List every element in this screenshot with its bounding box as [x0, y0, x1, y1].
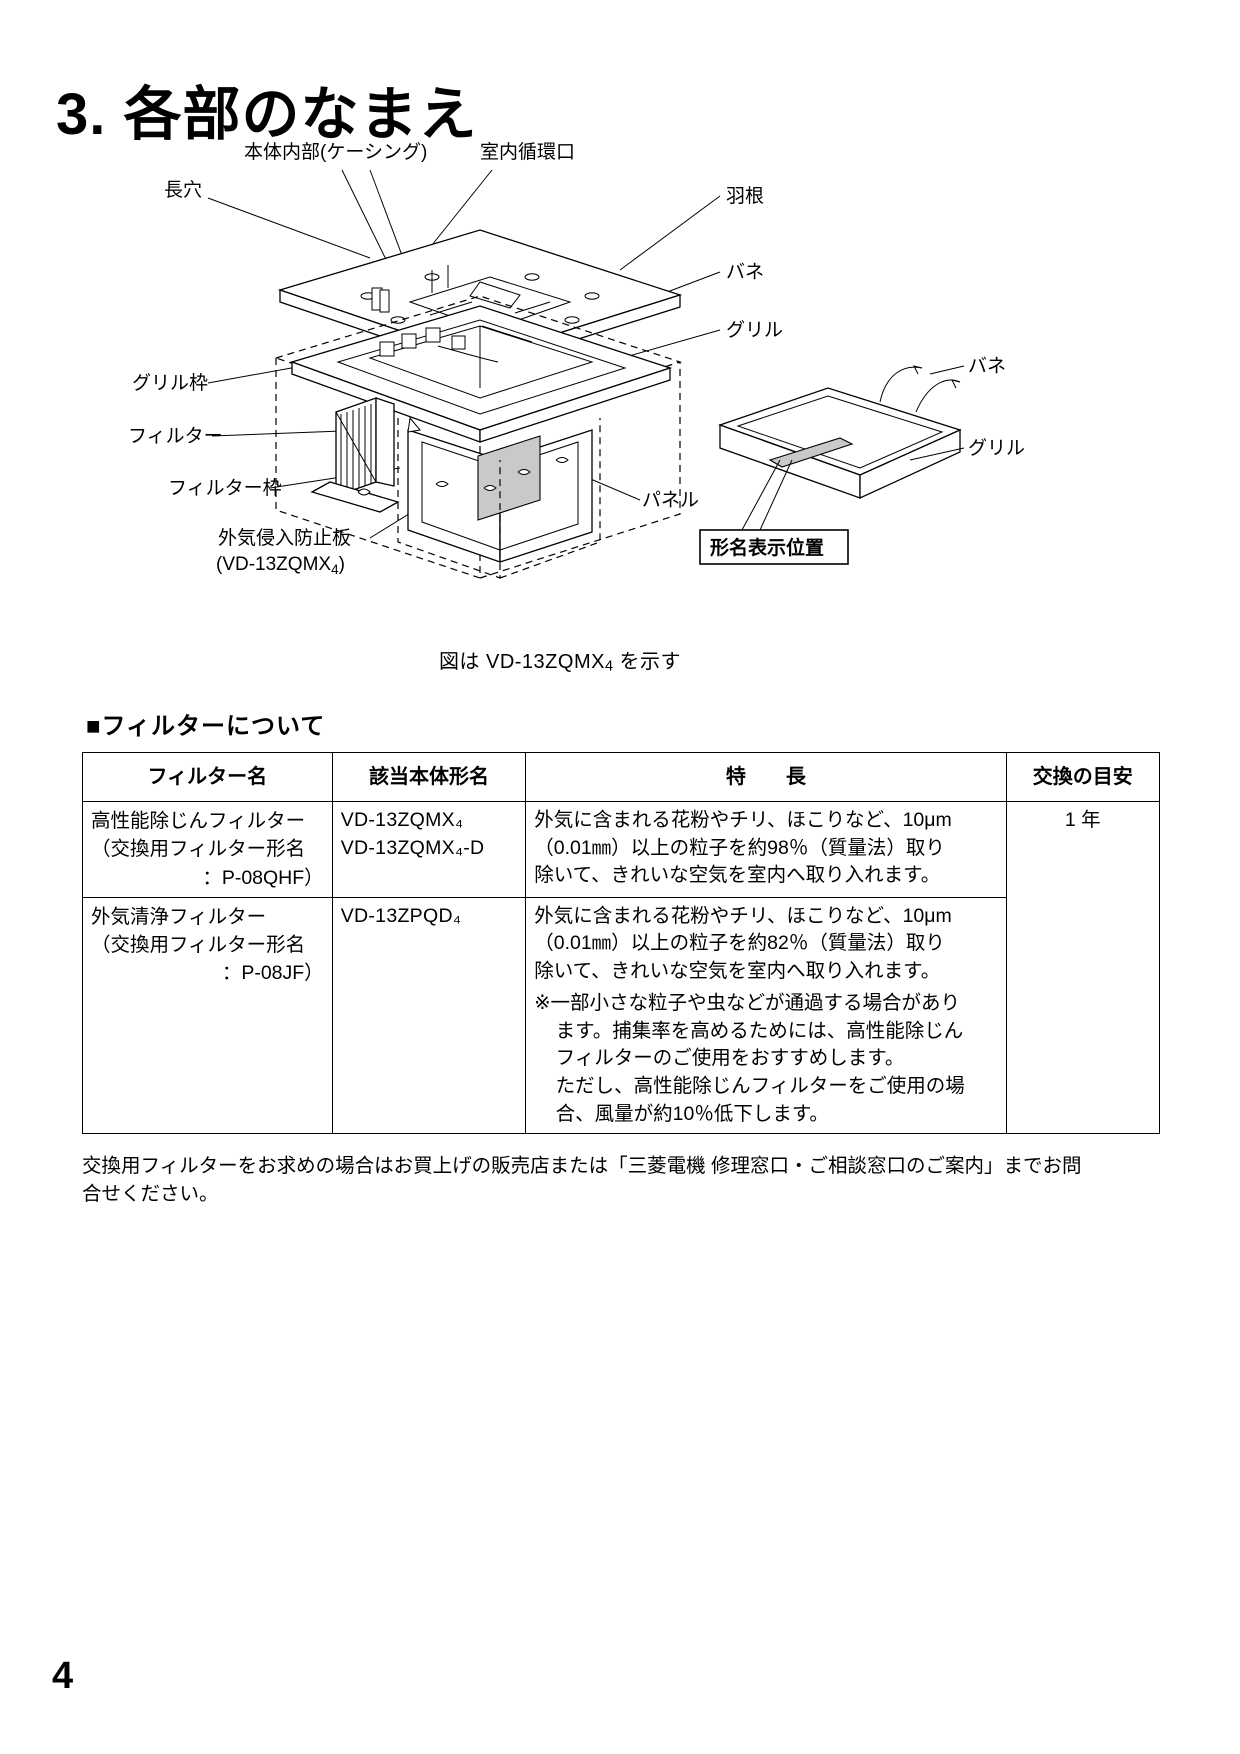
label-filter: フィルター	[128, 425, 223, 447]
feature-line: 外気に含まれる花粉やチリ、ほこりなど、10μm	[534, 904, 952, 927]
cell-filter-name-1: 高性能除じんフィルター （交換用フィルター形名 ：P-08QHF）	[82, 801, 333, 898]
cell-model-2: VD-13ZPQD₄	[331, 896, 527, 1135]
note-line: ます。捕集率を高めるためには、高性能除じん	[555, 1019, 964, 1042]
filter-name-line3: ：P-08JF）	[221, 962, 324, 985]
label-spring: バネ	[726, 262, 764, 283]
filter-name-line2: （交換用フィルター形名	[91, 838, 306, 861]
table-row: 外気清浄フィルター （交換用フィルター形名 ：P-08JF） VD-13ZPQD…	[82, 896, 1160, 1135]
feature-line: 除いて、きれいな空気を室内へ取り入れます。	[534, 864, 941, 887]
label-circulation-port: 室内循環口	[480, 141, 575, 163]
feature-line: 除いて、きれいな空気を室内へ取り入れます。	[534, 960, 941, 983]
label-blade: 羽根	[726, 185, 764, 207]
label-grille-right: グリル	[968, 437, 1025, 459]
filter-name-line2: （交換用フィルター形名	[91, 934, 306, 957]
filter-name-line1: 高性能除じんフィルター	[91, 810, 306, 832]
label-grille-frame: グリル枠	[132, 372, 208, 394]
label-filter-frame: フィルター枠	[168, 477, 282, 499]
table-header-row: フィルター名 該当本体形名 特 長 交換の目安	[82, 752, 1161, 802]
table-row: 高性能除じんフィルター （交換用フィルター形名 ：P-08QHF） VD-13Z…	[82, 800, 1161, 1135]
filter-name-line1: 外気清浄フィルター	[91, 905, 267, 928]
cell-feature-1: 外気に含まれる花粉やチリ、ほこりなど、10μm （0.01㎜）以上の粒子を約98…	[525, 801, 1007, 898]
label-outside-air-plate-model: (VD-13ZQMX4)	[216, 554, 345, 577]
cell-model-1: VD-13ZQMX₄ VD-13ZQMX₄-D	[331, 801, 527, 898]
footer-note-line1: 交換用フィルターをお求めの場合はお買上げの販売店または「三菱電機 修理窓口・ご相…	[82, 1155, 1082, 1177]
footer-note-line2: 合せください。	[82, 1183, 219, 1206]
model-value: VD-13ZQMX₄-D	[340, 836, 485, 859]
label-outside-air-plate: 外気侵入防止板	[218, 527, 351, 549]
note-line: ただし、高性能除じんフィルターをご使用の場	[555, 1074, 965, 1097]
parts-diagram: 長穴 本体内部(ケーシング) 室内循環口 羽根 バネ グリル グリル枠 フィルタ…	[80, 130, 1080, 660]
note-line: フィルターのご使用をおすすめします。	[555, 1047, 905, 1070]
page-number: 4	[52, 1655, 74, 1697]
feature-note: ※一部小さな粒子や虫などが通過する場合があり ます。捕集率を高めるためには、高性…	[534, 990, 997, 1128]
label-spring-right: バネ	[968, 356, 1006, 377]
figure-caption-sub: 4	[604, 658, 614, 675]
feature-line: （0.01㎜）以上の粒子を約82％（質量法）取り	[534, 932, 945, 955]
label-nagaana: 長穴	[164, 179, 202, 201]
header-replacement-cycle: 交換の目安	[1005, 752, 1161, 802]
note-line: ※一部小さな粒子や虫などが通過する場合があり	[534, 991, 961, 1014]
figure-caption-pre: 図は VD-13ZQMX	[438, 651, 605, 673]
cell-replacement-cycle: 1 年	[1005, 800, 1161, 1135]
header-model: 該当本体形名	[331, 752, 527, 802]
label-casing: 本体内部(ケーシング)	[244, 141, 427, 163]
header-feature: 特 長	[525, 752, 1007, 802]
filter-table: フィルター名 該当本体形名 特 長 交換の目安 高性能除じんフィルター （交換用…	[82, 752, 1161, 1135]
label-panel: パネル	[642, 490, 699, 511]
note-line: 合、風量が約10％低下します。	[555, 1102, 829, 1125]
filter-section-heading: ■フィルターについて	[86, 713, 326, 740]
label-model-name-position: 形名表示位置	[710, 536, 824, 559]
cell-feature-2: 外気に含まれる花粉やチリ、ほこりなど、10μm （0.01㎜）以上の粒子を約82…	[525, 896, 1007, 1135]
figure-caption-post: を示す	[613, 651, 682, 673]
footer-note: 交換用フィルターをお求めの場合はお買上げの販売店または「三菱電機 修理窓口・ご相…	[82, 1152, 1162, 1209]
cell-filter-name-2: 外気清浄フィルター （交換用フィルター形名 ：P-08JF）	[82, 896, 333, 1135]
model-value: VD-13ZQMX₄	[340, 809, 464, 831]
page-title: 3. 各部のなまえ	[56, 81, 478, 147]
feature-line: 外気に含まれる花粉やチリ、ほこりなど、10μm	[534, 809, 952, 831]
feature-line: （0.01㎜）以上の粒子を約98％（質量法）取り	[534, 836, 945, 859]
filter-name-line3: ：P-08QHF）	[202, 866, 324, 889]
header-filter-name: フィルター名	[82, 752, 333, 802]
label-grille: グリル	[726, 319, 783, 341]
figure-caption: 図は VD-13ZQMX4 を示す	[0, 645, 1120, 675]
model-value: VD-13ZPQD₄	[340, 904, 462, 927]
